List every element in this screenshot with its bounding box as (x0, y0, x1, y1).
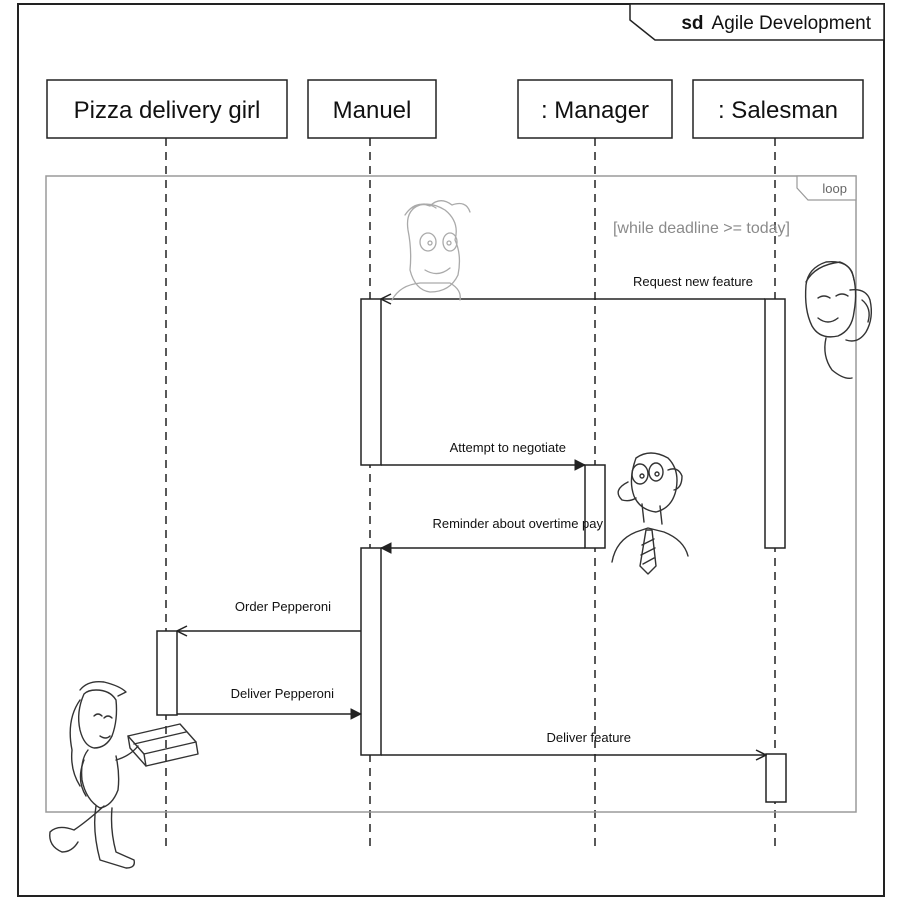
frame-title-tab (629, 3, 885, 41)
lifeline-label-salesman: : Salesman (718, 97, 838, 124)
lifeline-box-manuel (307, 79, 437, 139)
loop-tab (796, 175, 857, 201)
loop-label: loop (822, 181, 847, 196)
activation-salesman-1 (764, 298, 786, 549)
message-label-deliver-pepperoni: Deliver Pepperoni (231, 686, 334, 701)
activation-pizza-girl (156, 630, 178, 716)
lifeline-label-manager: : Manager (541, 97, 649, 124)
activation-salesman-2 (765, 753, 787, 803)
salesman-figure (804, 261, 873, 380)
lifeline-box-pizza-girl (46, 79, 288, 139)
frame-title: sd Agile Development (681, 13, 871, 34)
message-label-attempt-to-negotiate: Attempt to negotiate (450, 440, 566, 455)
frame-kind: sd (681, 13, 703, 34)
frame-title-text: Agile Development (712, 13, 872, 34)
loop-guard: [while deadline >= today] (613, 220, 790, 237)
activation-manuel-2 (360, 547, 382, 756)
message-label-order-pepperoni: Order Pepperoni (235, 599, 331, 614)
manuel-figure (391, 200, 471, 301)
loop-fragment (45, 175, 857, 813)
pizza-girl-figure (49, 680, 199, 869)
message-label-request-new-feature: Request new feature (633, 274, 753, 289)
lifeline-label-manuel: Manuel (333, 97, 412, 124)
message-label-deliver-feature: Deliver feature (546, 730, 631, 745)
message-label-reminder-overtime: Reminder about overtime pay (432, 516, 603, 531)
diagram-frame (17, 3, 885, 897)
manager-figure (611, 452, 689, 575)
activation-manuel-1 (360, 298, 382, 466)
activation-manager (584, 464, 606, 549)
lifeline-box-salesman (692, 79, 864, 139)
lifeline-label-pizza-girl: Pizza delivery girl (74, 97, 261, 124)
